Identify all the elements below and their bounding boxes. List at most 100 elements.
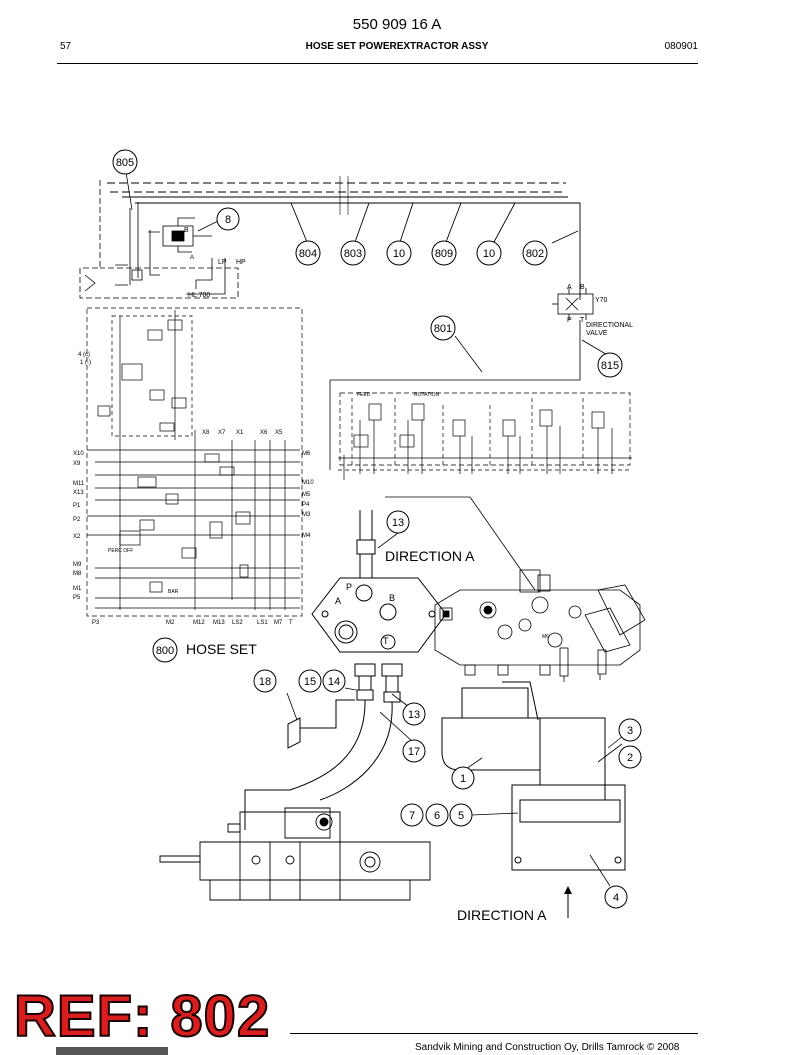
svg-text:14: 14 [328,676,340,688]
port-t: T [289,620,293,626]
valve-port-p: P [567,317,572,324]
valve-id-y70: Y70 [595,297,608,304]
page-title: HOSE SET POWEREXTRACTOR ASSY [305,41,489,52]
svg-text:18: 18 [259,676,271,688]
leader-lines [125,171,629,887]
footer-logo [56,1047,168,1055]
port-x10: X10 [73,451,84,457]
callout-10-second: 10 [476,240,502,266]
svg-text:10: 10 [483,248,495,260]
port-p4: P4 [302,502,310,508]
port-ls2: LS2 [232,620,243,626]
svg-text:2: 2 [627,752,633,764]
valve-port-t: T [580,317,585,324]
svg-text:803: 803 [344,248,362,260]
document-number: 550 909 16 A [352,16,442,33]
port-x8: X8 [202,430,210,436]
callout-815: 815 [597,352,623,378]
label-lp: LP [218,259,227,266]
callout-805: 805 [112,149,138,175]
port-p5: P5 [73,595,81,601]
block-port-t: T [383,636,389,646]
port-x9: X9 [73,461,81,467]
valve-port-a: A [567,284,572,291]
callout-15: 15 [298,669,322,693]
port-m9: M9 [73,562,82,568]
block-port-b: B [389,593,395,603]
callout-7: 7 [400,803,424,827]
svg-text:10: 10 [393,248,405,260]
svg-text:7: 7 [409,810,415,822]
callout-800: 800 [152,637,178,663]
label-p-minus: 1 (-) [80,360,91,366]
main-hydraulic-schematic [86,307,303,617]
hl700-block [79,180,239,299]
svg-text:815: 815 [601,360,619,372]
callout-4: 4 [604,885,628,909]
svg-text:801: 801 [434,323,452,335]
svg-text:1: 1 [460,773,466,785]
svg-text:805: 805 [116,157,134,169]
svg-text:802: 802 [526,248,544,260]
document-date: 080901 [664,41,698,52]
label-hp: HP [236,259,246,266]
page-number: 57 [60,41,72,52]
svg-text:17: 17 [408,746,420,758]
port-m6: M6 [302,451,311,457]
callout-18: 18 [253,669,277,693]
port-x7: X7 [218,430,226,436]
bank-label-rotation: ROTATION [414,392,439,398]
hose-set-label: HOSE SET [186,641,257,657]
valve-port-b: B [580,284,585,291]
port-p3: P3 [92,620,100,626]
svg-text:8: 8 [225,214,231,226]
callout-1: 1 [451,766,475,790]
callout-804: 804 [295,240,321,266]
hose-routes-top [107,176,581,300]
valve-bank-schematic [338,392,632,480]
callout-8: 8 [216,207,240,231]
port-m10: M10 [302,480,314,486]
svg-text:4: 4 [613,892,619,904]
port-m7: M7 [274,620,283,626]
drifter-assembly [159,807,431,901]
port-x1: X1 [236,430,244,436]
callout-5: 5 [449,803,473,827]
assembly-marks: M6 [542,634,549,640]
callout-14: 14 [322,669,346,693]
port-x6: X6 [260,430,268,436]
label-p-c: 4 (c) [78,352,90,358]
svg-text:13: 13 [408,709,420,721]
label-perc-off: PERC OFF [108,548,133,554]
block-port-p: P [346,582,352,592]
valve-label-valve: VALVE [586,330,608,337]
footer-divider [290,1033,698,1034]
svg-text:6: 6 [434,810,440,822]
label-a: A [190,255,194,261]
callout-3: 3 [618,718,642,742]
svg-text:800: 800 [156,645,174,657]
svg-text:15: 15 [304,676,316,688]
port-x5: X5 [275,430,283,436]
footer-copyright: Sandvik Mining and Construction Oy, Dril… [415,1042,680,1053]
port-ls1: LS1 [257,620,268,626]
port-x13: X13 [73,490,84,496]
label-hl700: HL 700 [188,292,210,299]
svg-text:809: 809 [435,248,453,260]
callout-809: 809 [431,240,457,266]
port-m12: M12 [193,620,205,626]
callout-10: 10 [386,240,412,266]
header-divider [57,63,698,64]
svg-text:804: 804 [299,248,317,260]
label-b: B [184,227,189,234]
callout-6: 6 [425,803,449,827]
callout-13-bottom: 13 [402,702,426,726]
valve-label-directional: DIRECTIONAL [586,322,633,329]
solenoid-cylinder [441,681,626,871]
valve-assembly-picture [385,496,646,682]
callout-802: 802 [522,240,548,266]
port-m13: M13 [213,620,225,626]
label-bar: BAR [168,589,179,595]
block-port-a: A [335,596,341,606]
